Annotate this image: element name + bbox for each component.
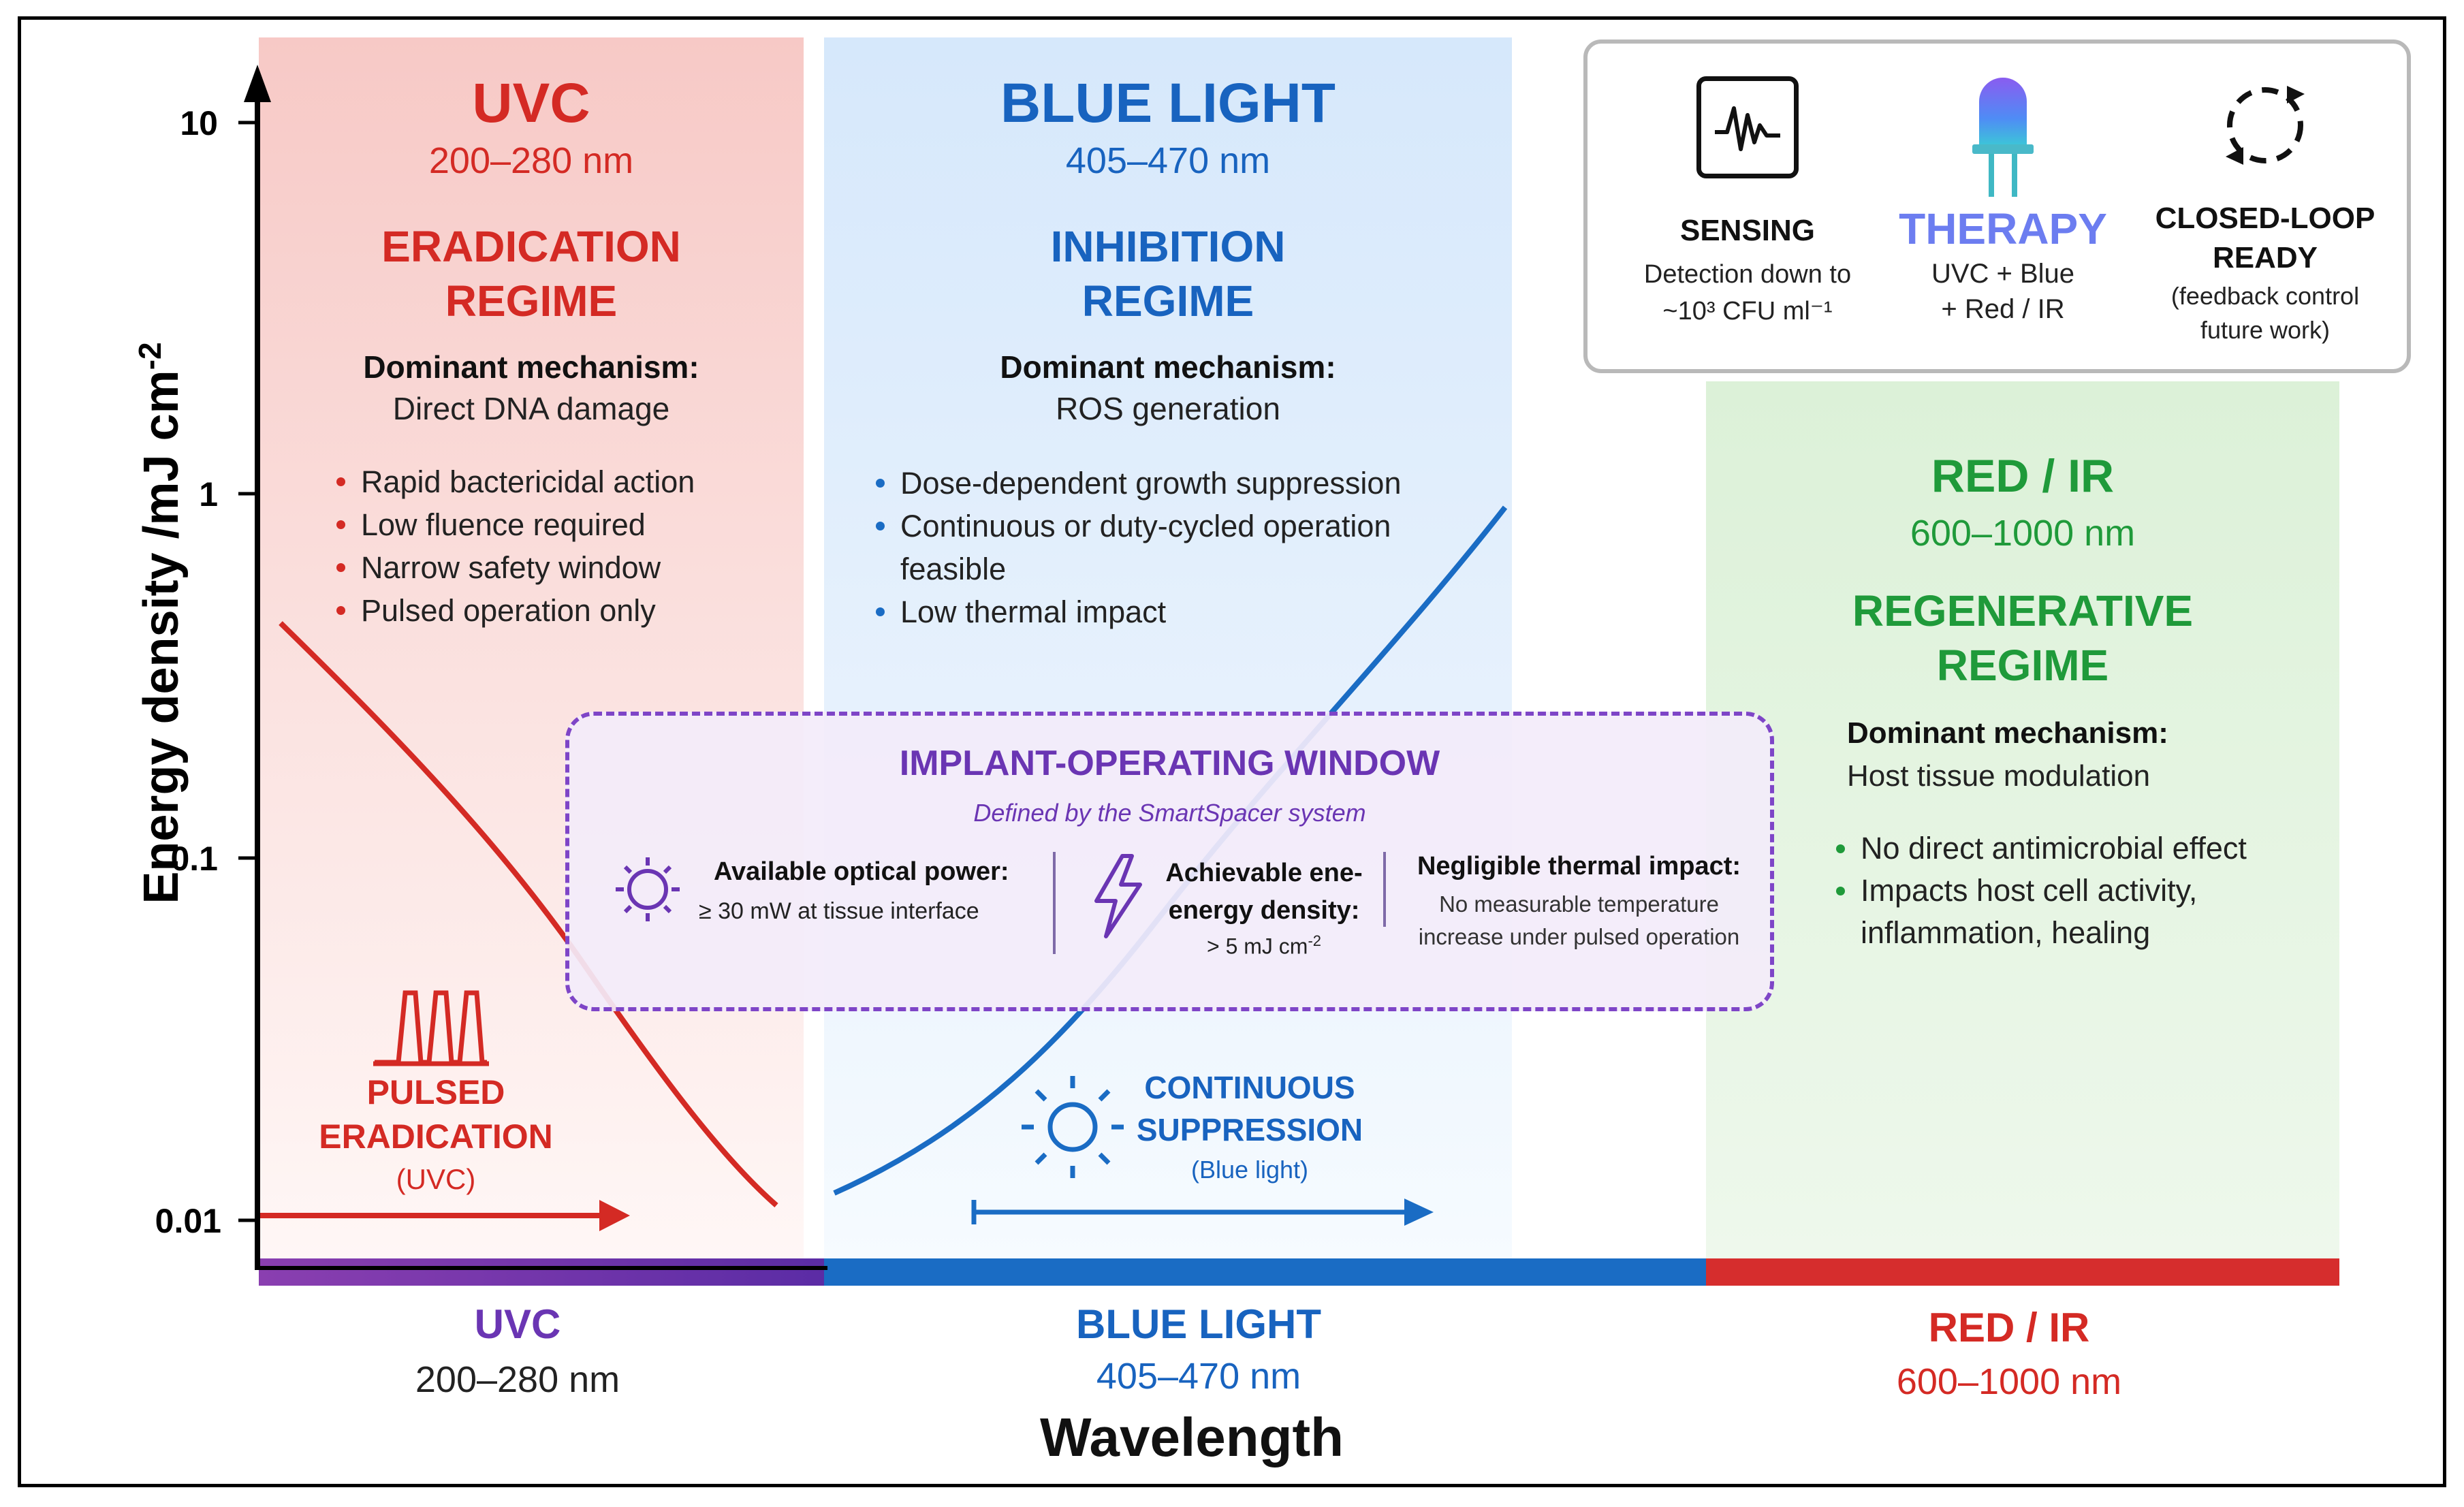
redir-mechanism-label: Dominant mechanism:	[1847, 716, 2168, 750]
uvc-mechanism-value: Direct DNA damage	[392, 391, 670, 426]
y-tick-label: 1	[199, 475, 218, 513]
loop-title-line1: CLOSED-LOOP	[2155, 202, 2375, 235]
list-item: Narrow safety window	[332, 546, 782, 589]
y-tick-label: 0.01	[155, 1202, 221, 1240]
uvc-bullet-list: Rapid bactericidal action Low fluence re…	[332, 460, 782, 632]
band-range-blue: 405–470 nm	[1096, 1356, 1301, 1397]
band-uvc	[259, 1258, 824, 1286]
blue-region	[824, 37, 1512, 1263]
list-item: Pulsed operation only	[332, 589, 782, 632]
blue-title: BLUE LIGHT	[1000, 72, 1336, 134]
redir-regime-line1: REGENERATIVE	[1852, 586, 2194, 635]
redir-title: RED / IR	[1931, 450, 2115, 502]
window-divider	[1383, 852, 1386, 927]
sensing-line1: Detection down to	[1643, 260, 1852, 289]
pulsed-label-line1: PULSED	[366, 1073, 505, 1111]
energy-label-line2: energy density:	[1168, 896, 1360, 925]
list-item: Impacts host cell activity, inflammation…	[1832, 870, 2322, 954]
capability-legend: SENSING Detection down to ~10³ CFU ml⁻¹ …	[1583, 39, 2411, 373]
refresh-cycle-icon	[2226, 86, 2305, 165]
pulsed-label-line2: ERADICATION	[319, 1117, 553, 1156]
energy-value: > 5 mJ cm-2	[1152, 932, 1376, 959]
implant-operating-window: IMPLANT-OPERATING WINDOW Defined by the …	[565, 712, 1774, 1011]
lightning-icon	[1094, 854, 1142, 938]
continuous-label-line3: (Blue light)	[1190, 1156, 1309, 1184]
band-label-uvc: UVC	[474, 1301, 561, 1347]
redir-range: 600–1000 nm	[1910, 513, 2136, 554]
therapy-title: THERAPY	[1899, 204, 2107, 253]
sensing-title: SENSING	[1679, 214, 1816, 247]
uvc-range: 200–280 nm	[428, 140, 634, 181]
pulsed-label-line3: (UVC)	[396, 1163, 476, 1195]
blue-range: 405–470 nm	[1065, 140, 1271, 181]
thermal-value-line2: increase under pulsed operation	[1418, 924, 1740, 949]
list-item: Dose-dependent growth suppression	[872, 462, 1485, 505]
x-axis-title: Wavelength	[1040, 1407, 1344, 1468]
blue-regime-line1: INHIBITION	[1050, 222, 1286, 271]
band-label-redir: RED / IR	[1928, 1305, 2090, 1350]
continuous-label-line2: SUPPRESSION	[1136, 1112, 1363, 1147]
redir-mechanism-value: Host tissue modulation	[1847, 759, 2151, 793]
y-axis-title: Energy density /mJ cm-2	[119, 283, 189, 964]
sun-icon	[1022, 1076, 1124, 1178]
list-item: Low thermal impact	[872, 590, 1485, 633]
redir-bullet-list: No direct antimicrobial effect Impacts h…	[1832, 827, 2322, 954]
window-divider	[1053, 852, 1056, 954]
uvc-title: UVC	[472, 72, 590, 134]
redir-regime-line2: REGIME	[1936, 641, 2109, 690]
energy-value-text: > 5 mJ cm	[1206, 934, 1308, 959]
power-value: ≥ 30 mW at tissue interface	[699, 898, 979, 924]
blue-mechanism-value: ROS generation	[1056, 391, 1280, 426]
pulsed-arrow-head	[599, 1200, 630, 1231]
energy-label-line1: Achievable ene-	[1165, 859, 1363, 887]
list-item: Low fluence required	[332, 503, 782, 546]
window-title: IMPLANT-OPERATING WINDOW	[899, 744, 1440, 783]
y-axis-title-text: Energy density /mJ cm	[134, 370, 189, 904]
loop-line1: (feedback control	[2170, 282, 2360, 310]
power-label: Available optical power:	[714, 857, 1009, 886]
band-blue	[824, 1258, 1706, 1286]
therapy-line1: UVC + Blue	[1931, 259, 2075, 289]
loop-title-line2: READY	[2212, 241, 2318, 274]
y-axis-title-sup: -2	[132, 342, 168, 370]
waveform-icon	[1715, 106, 1780, 151]
list-item: Continuous or duty-cycled operation feas…	[872, 505, 1485, 590]
continuous-label-line1: CONTINUOUS	[1144, 1070, 1355, 1105]
band-redir	[1706, 1258, 2339, 1286]
uvc-mechanism-label: Dominant mechanism:	[363, 349, 699, 385]
band-range-redir: 600–1000 nm	[1896, 1361, 2122, 1402]
blue-regime-line2: REGIME	[1081, 276, 1254, 326]
sun-outline-icon	[616, 857, 680, 921]
energy-value-sup: -2	[1308, 932, 1322, 949]
uvc-regime-line2: REGIME	[445, 276, 618, 326]
list-item: Rapid bactericidal action	[332, 460, 782, 503]
uvc-region	[259, 37, 804, 1263]
thermal-value-line1: No measurable temperature	[1439, 891, 1719, 917]
therapy-line2: + Red / IR	[1941, 294, 2065, 324]
redir-region	[1706, 381, 2339, 1263]
window-subtitle: Defined by the SmartSpacer system	[973, 799, 1366, 827]
y-tick-label: 0.1	[170, 840, 218, 878]
band-label-blue: BLUE LIGHT	[1076, 1301, 1321, 1347]
sensing-line2: ~10³ CFU ml⁻¹	[1662, 297, 1833, 326]
thermal-label: Negligible thermal impact:	[1417, 852, 1741, 881]
blue-mechanism-label: Dominant mechanism:	[1000, 349, 1336, 385]
continuous-arrow-head	[1404, 1199, 1434, 1226]
loop-line2: future work)	[2200, 316, 2331, 344]
uvc-regime-line1: ERADICATION	[381, 222, 681, 271]
blue-bullet-list: Dose-dependent growth suppression Contin…	[872, 462, 1485, 633]
y-axis-arrowhead	[244, 65, 271, 102]
y-tick-label: 10	[180, 104, 218, 142]
sensing-icon	[1696, 76, 1799, 178]
band-range-uvc: 200–280 nm	[415, 1359, 620, 1400]
pulse-train-icon	[375, 990, 487, 1065]
list-item: No direct antimicrobial effect	[1832, 827, 2322, 870]
led-icon	[1972, 78, 2034, 197]
